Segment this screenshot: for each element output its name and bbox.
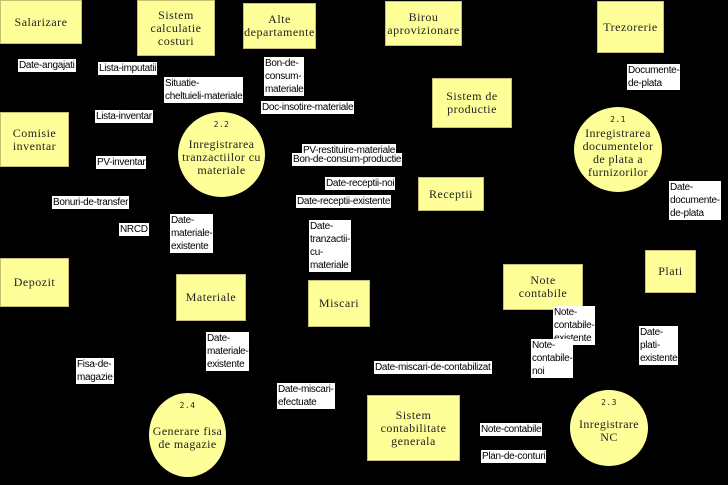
flow-label: Situatie- cheltuieli-materiale (164, 77, 244, 103)
flow-label: Plan-de-conturi (481, 450, 547, 463)
flow-label: Bon-de- consum- materiale (264, 57, 305, 96)
entity-birou-aprovizionare[interactable]: Birou aprovizionare (385, 1, 462, 46)
flow-label: Date-miscari- efectuate (277, 383, 335, 409)
flow-label: Bon-de-consum-productie (292, 153, 403, 166)
process-2-1[interactable]: 2.1 Inregistrarea documentelor de plata … (574, 107, 662, 192)
flow-label: Date-receptii-noi (325, 177, 396, 190)
flow-label: Documente- de-plata (627, 64, 681, 90)
flow-label: PV-inventar (96, 156, 147, 169)
entity-comisie-inventar[interactable]: Comisie inventar (0, 112, 69, 167)
process-number: 2.4 (179, 401, 196, 410)
entity-alte-departamente[interactable]: Alte departamente (243, 3, 316, 49)
flow-label: Date-miscari-de-contabilizat (374, 361, 492, 374)
datastore-materiale[interactable]: Materiale (176, 274, 246, 321)
flow-label: Date- tranzactii- cu- materiale (309, 220, 352, 272)
flow-label: NRCD (119, 223, 149, 236)
datastore-plati[interactable]: Plati (645, 250, 696, 293)
process-label: Inregistrarea documentelor de plata a fu… (582, 125, 654, 179)
entity-depozit[interactable]: Depozit (0, 258, 69, 307)
entity-sistem-contabilitate-generala[interactable]: Sistem contabilitate generala (367, 395, 460, 461)
process-number: 2.3 (601, 398, 617, 407)
flow-label: Date- documente- de-plata (669, 181, 721, 220)
flow-label: Note- contabile- noi (531, 339, 574, 378)
flow-label: Date-receptii-existente (296, 195, 392, 208)
flow-label: Lista-inventar (95, 110, 153, 123)
flow-label: Fisa-de- magazie (76, 358, 114, 384)
flow-label: Bonuri-de-transfer (52, 196, 130, 209)
flow-label: Date- materiale- existente (170, 214, 214, 253)
process-2-3[interactable]: 2.3 Inregistrare NC (570, 390, 648, 466)
process-label: Generare fisa de magazie (152, 424, 223, 451)
flow-label: Doc-insotire-materiale (261, 101, 355, 114)
process-2-2[interactable]: 2.2 Inregistrarea tranzactiilor cu mater… (178, 112, 265, 197)
flow-label: Note-contabile (480, 423, 543, 436)
datastore-miscari[interactable]: Miscari (308, 280, 370, 327)
flow-label: Lista-imputatii (98, 62, 158, 75)
process-number: 2.2 (213, 120, 230, 129)
process-label: Inregistrare NC (578, 417, 640, 444)
process-2-4[interactable]: 2.4 Generare fisa de magazie (149, 393, 226, 477)
process-label: Inregistrarea tranzactiilor cu materiale (182, 137, 261, 177)
flow-label: Date- plati- existente (639, 326, 679, 365)
entity-sistem-de-productie[interactable]: Sistem de productie (432, 78, 512, 128)
entity-receptii[interactable]: Receptii (418, 177, 484, 211)
process-number: 2.1 (610, 115, 626, 124)
entity-trezorerie[interactable]: Trezorerie (597, 1, 664, 53)
datastore-note-contabile[interactable]: Note contabile (503, 264, 583, 310)
entity-sistem-calculatie-costuri[interactable]: Sistem calculatie costuri (137, 0, 215, 56)
flow-label: Date- materiale- existente (206, 332, 250, 371)
flow-label: Date-angajati (18, 59, 76, 72)
entity-salarizare[interactable]: Salarizare (0, 0, 82, 44)
flow-label: Note- contabile- existente (553, 306, 596, 345)
